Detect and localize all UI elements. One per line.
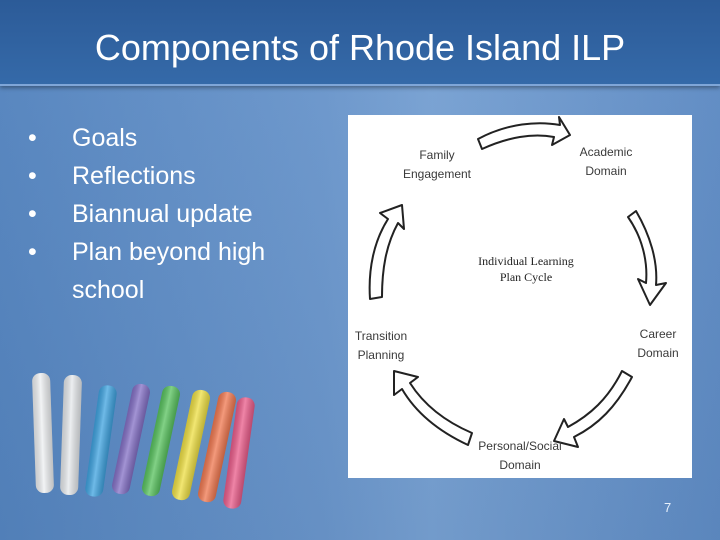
bullet-text: Reflections [72, 162, 196, 190]
node-line: Domain [568, 162, 644, 181]
cycle-center-label: Individual Learning Plan Cycle [458, 253, 594, 285]
bullet-item: • Plan beyond high school [28, 233, 328, 309]
bullet-item: • Reflections [28, 157, 328, 195]
bullet-list: • Goals • Reflections • Biannual update • Pl… [28, 119, 328, 309]
center-line: Plan Cycle [458, 269, 594, 285]
bullet-item: • Goals [28, 119, 328, 157]
arrow-personal-to-transition [394, 371, 472, 445]
node-academic-domain: Academic Domain [568, 143, 644, 181]
ilp-cycle-diagram: Family Engagement Academic Domain Career… [348, 115, 692, 478]
node-line: Transition [348, 327, 414, 346]
center-line: Individual Learning [458, 253, 594, 269]
node-line: Personal/Social [466, 437, 574, 456]
page-number: 7 [664, 500, 671, 515]
bullet-marker: • [28, 233, 37, 271]
node-transition-planning: Transition Planning [348, 327, 414, 365]
bullet-text: Goals [72, 124, 137, 152]
node-line: Family [392, 146, 482, 165]
bullet-item: • Biannual update [28, 195, 328, 233]
node-line: Career [628, 325, 688, 344]
chalk-stick-blue [84, 384, 117, 497]
node-line: Domain [628, 344, 688, 363]
chalk-stick-white-2 [60, 375, 82, 496]
node-line: Engagement [392, 165, 482, 184]
node-personal-social-domain: Personal/Social Domain [466, 437, 574, 475]
arrow-family-to-academic [478, 117, 570, 149]
title-underline [0, 84, 720, 86]
bullet-marker: • [28, 119, 37, 157]
chalk-stick-white-1 [32, 373, 54, 494]
bullet-text: Biannual update [72, 200, 253, 228]
bullet-marker: • [28, 195, 37, 233]
arrow-academic-to-career [628, 211, 666, 305]
node-line: Academic [568, 143, 644, 162]
node-line: Domain [466, 456, 574, 475]
bullet-text: Plan beyond high school [72, 238, 265, 304]
node-career-domain: Career Domain [628, 325, 688, 363]
node-line: Planning [348, 346, 414, 365]
bullet-marker: • [28, 157, 37, 195]
slide-title: Components of Rhode Island ILP [0, 26, 720, 70]
arrow-transition-to-family [370, 205, 404, 299]
arrow-career-to-personal [554, 371, 632, 447]
chalk-image [0, 355, 260, 540]
node-family-engagement: Family Engagement [392, 146, 482, 184]
